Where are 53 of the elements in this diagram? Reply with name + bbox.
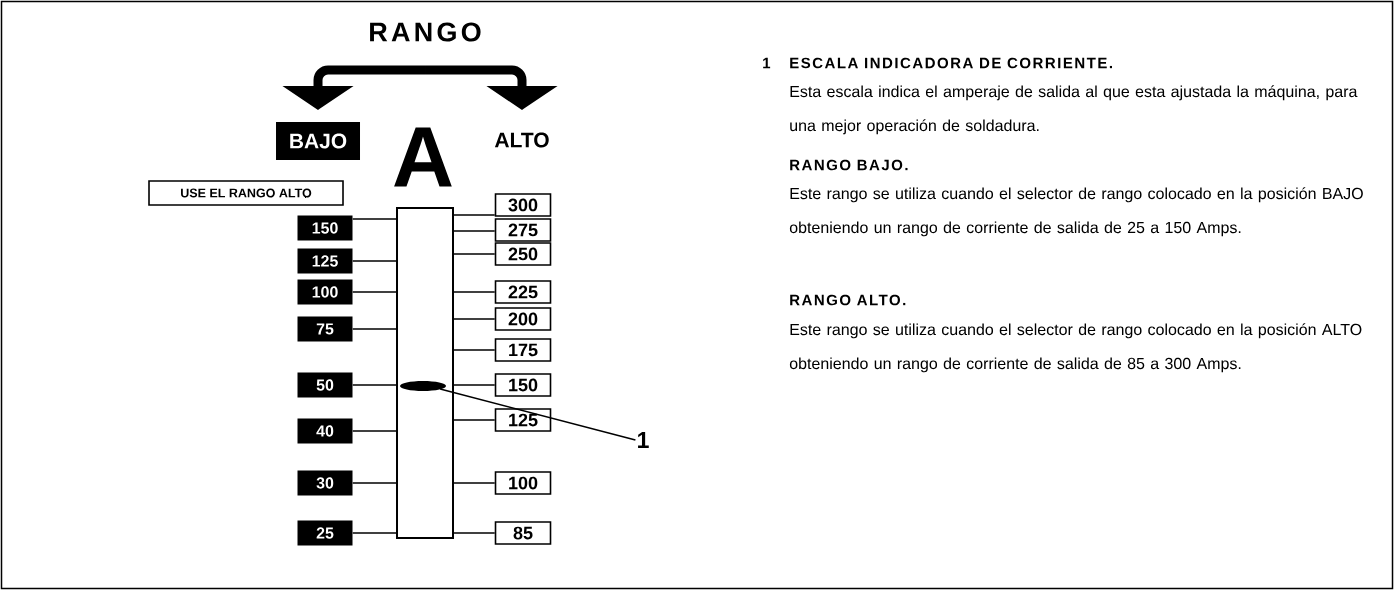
- description-text: Este rango se utiliza cuando el selector de rango colocado en la posición ALTO obteniendo un rango de corriente de salida de 85 a 300 Amps.: [789, 323, 1362, 373]
- section-heading: ESCALA INDICADORA DE CORRIENTE.: [790, 57, 1112, 69]
- scale-value-box: 225: [494, 280, 552, 304]
- range-heading: RANGO: [370, 22, 481, 42]
- tick-line: [351, 260, 397, 262]
- description-text: Este rango se utiliza cuando el selector de rango colocado en la posición BAJO obteniendo un rango de corriente de salida de 25 a 150 Amps.: [789, 187, 1363, 237]
- tick-line: [453, 384, 496, 386]
- section-heading: RANGO BAJO.: [790, 159, 908, 171]
- tick-line: [453, 230, 496, 232]
- tick-line: [351, 430, 397, 432]
- leader-line: [439, 388, 637, 441]
- scale-value-box: 125: [494, 408, 552, 432]
- tick-line: [351, 482, 397, 484]
- callout-number: 1: [638, 432, 649, 448]
- scale-value-box: 50: [297, 372, 353, 398]
- note-box: USE EL RANGO ALTO: [148, 180, 344, 206]
- range-box: BAJO: [276, 122, 360, 160]
- scale-value-box: 25: [297, 520, 353, 546]
- tick-line: [453, 482, 496, 484]
- tick-line: [351, 218, 397, 220]
- scale-value-box: 30: [297, 470, 353, 496]
- scale-value-box: 250: [494, 242, 552, 266]
- scale-value-box: 275: [494, 218, 552, 242]
- tick-line: [453, 214, 496, 216]
- description-text: Esta escala indica el amperaje de salida al que esta ajustada la máquina, para una mejor operación de soldadura.: [790, 85, 1358, 135]
- section-heading: RANGO ALTO.: [790, 294, 906, 306]
- item-number: 1: [763, 57, 771, 69]
- tick-line: [351, 532, 397, 534]
- tick-line: [453, 253, 496, 255]
- tick-line: [351, 291, 397, 293]
- pointer-ellipse: [400, 381, 446, 391]
- tick-line: [453, 349, 496, 351]
- scale-value-box: 100: [494, 471, 552, 495]
- scale-value-box: 85: [494, 521, 552, 545]
- scale-value-box: 150: [297, 215, 353, 241]
- tick-line: [453, 419, 496, 421]
- scale-bar: [396, 207, 454, 539]
- scale-value-box: 175: [494, 338, 552, 362]
- tick-line: [453, 318, 496, 320]
- tick-line: [453, 532, 496, 534]
- scale-value-box: 200: [494, 307, 552, 331]
- scale-value-box: 40: [297, 418, 353, 444]
- tick-line: [351, 328, 397, 330]
- range-label: ALTO: [494, 132, 549, 148]
- scale-value-box: 300: [494, 193, 552, 217]
- tick-line: [453, 291, 496, 293]
- tick-line: [351, 384, 397, 386]
- big-letter: A: [394, 127, 452, 187]
- scale-value-box: 75: [297, 316, 353, 342]
- scale-value-box: 125: [297, 248, 353, 274]
- scale-value-box: 100: [297, 279, 353, 305]
- range-arrow: [425, 65, 558, 110]
- scale-value-box: 150: [494, 373, 552, 397]
